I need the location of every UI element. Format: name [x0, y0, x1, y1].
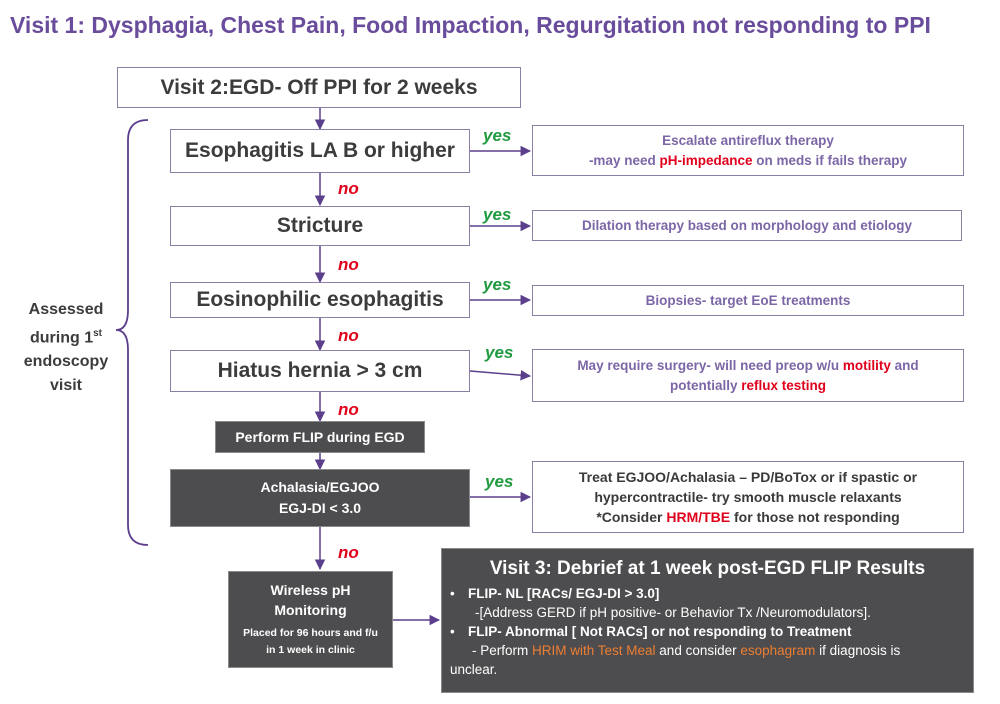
visit3-bullet-2-detail-end: unclear.: [450, 662, 498, 677]
visit3-box: Visit 3: Debrief at 1 week post-EGD FLIP…: [441, 548, 974, 693]
arrow-yes-hiatus: [469, 369, 532, 381]
no-label-4: no: [338, 400, 359, 419]
page-title: Visit 1: Dysphagia, Chest Pain, Food Imp…: [10, 12, 931, 38]
visit3-bullet-2-detail: - Perform HRIM with Test Meal and consid…: [472, 643, 901, 658]
stricture-box: Stricture: [170, 206, 470, 246]
hiatus-result-box: May require surgery- will need preop w/u…: [532, 349, 964, 402]
stricture-result-box: Dilation therapy based on morphology and…: [532, 210, 962, 241]
wireless-ph-box: Wireless pH Monitoring Placed for 96 hou…: [228, 571, 393, 668]
no-label-2: no: [338, 255, 359, 274]
eoe-result-box: Biopsies- target EoE treatments: [532, 285, 964, 316]
yes-label-hiatus: yes: [485, 343, 514, 362]
yes-label-eoe: yes: [483, 275, 512, 294]
no-label-5: no: [338, 543, 359, 562]
hiatus-hernia-box: Hiatus hernia > 3 cm: [170, 350, 470, 392]
assessed-during-first-endoscopy-label: Assessed during 1st endoscopy visit: [23, 301, 109, 395]
yes-label-stricture: yes: [483, 205, 512, 224]
yes-label-esophagitis: yes: [483, 126, 512, 145]
eoe-box: Eosinophilic esophagitis: [170, 282, 470, 318]
visit2-box: Visit 2:EGD- Off PPI for 2 weeks: [117, 67, 521, 108]
flip-box: Perform FLIP during EGD: [215, 421, 425, 453]
achalasia-box: Achalasia/EGJOO EGJ-DI < 3.0: [170, 469, 470, 527]
achalasia-result-box: Treat EGJOO/Achalasia – PD/BoTox or if s…: [532, 461, 964, 533]
visit3-title: Visit 3: Debrief at 1 week post-EGD FLIP…: [489, 558, 926, 579]
yes-label-achalasia: yes: [485, 472, 514, 491]
assessed-brace: [115, 119, 149, 546]
no-label-3: no: [338, 326, 359, 345]
visit3-bullet-1: •FLIP- NL [RACs/ EGJ-DI > 3.0]: [450, 586, 660, 601]
esophagitis-box: Esophagitis LA B or higher: [170, 129, 470, 173]
esophagitis-result-box: Escalate antireflux therapy -may need pH…: [532, 125, 964, 176]
no-label-1: no: [338, 179, 359, 198]
visit3-bullet-2: •FLIP- Abnormal [ Not RACs] or not respo…: [450, 624, 852, 639]
visit2-label: Visit 2:EGD- Off PPI for 2 weeks: [160, 75, 478, 99]
visit3-bullet-1-detail: -[Address GERD if pH positive- or Behavi…: [475, 605, 871, 620]
